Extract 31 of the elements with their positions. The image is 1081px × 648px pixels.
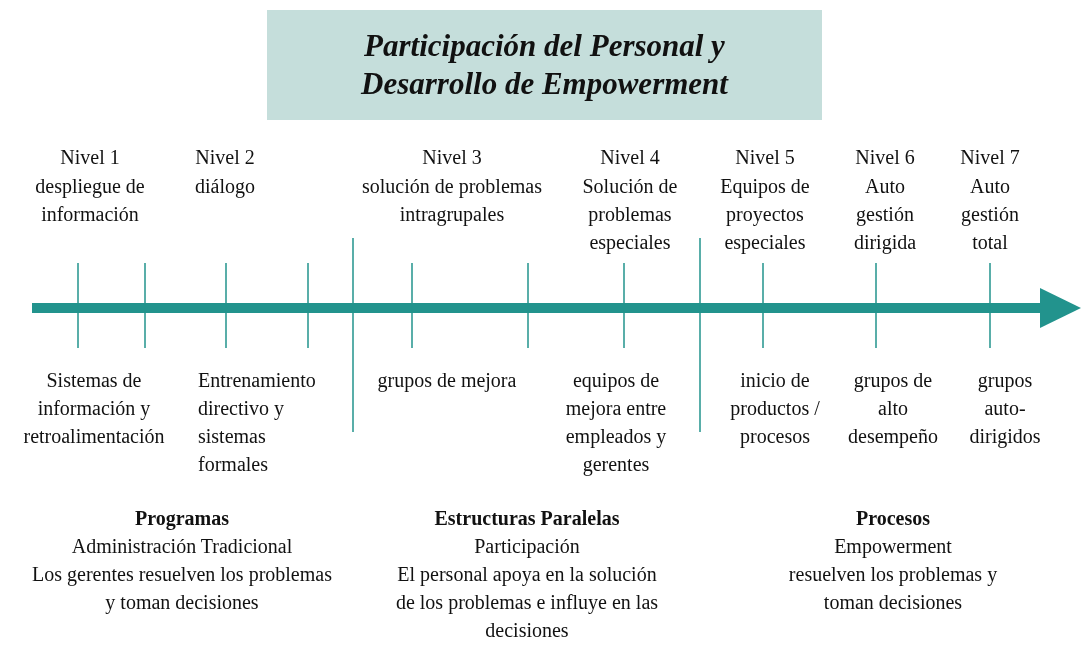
level-label: Nivel 2 (194, 145, 256, 170)
level-label: Nivel 7 (959, 145, 1021, 170)
section-heading: Programas (133, 506, 231, 532)
section-subtitle: Participación (473, 534, 581, 560)
level-description: diálogo (194, 174, 256, 200)
level-label: Nivel 1 (59, 145, 121, 170)
section-description: resuelven los problemas y toman decisiones (787, 562, 999, 615)
section-subtitle: Administración Tradicional (70, 534, 294, 559)
level-label: Nivel 4 (599, 145, 661, 170)
level-description: Auto gestión dirigida (852, 174, 918, 256)
section-heading: Procesos (854, 506, 932, 531)
section-heading: Estructuras Paralelas (433, 506, 621, 531)
level-description: Auto gestión total (960, 174, 1020, 255)
practice-label: Entrenamiento directivo y sistemas formales (198, 368, 317, 477)
level-description: Equipos de proyectos especiales (719, 174, 811, 256)
practice-label: Sistemas de información y retroalimentación (22, 368, 166, 449)
practice-label: inicio de productos / procesos (729, 368, 821, 450)
section-subtitle: Empowerment (833, 534, 953, 560)
level-label: Nivel 5 (734, 145, 796, 170)
level-description: despliegue de información (35, 174, 145, 227)
title: Participación del Personal y Desarrollo de Empowerment (360, 27, 730, 103)
level-label: Nivel 3 (421, 145, 483, 170)
practice-label: equipos de mejora entre empleados y gerentes (564, 368, 668, 478)
level-description: solución de problemas intragrupales (361, 174, 543, 228)
practice-label: grupos de alto desempeño (847, 368, 939, 450)
section-description: Los gerentes resuelven los problemas y toman decisiones (32, 562, 332, 616)
section-description: El personal apoya en la solución de los problemas e influye en las decisiones (394, 562, 660, 643)
level-label: Nivel 6 (854, 145, 916, 170)
practice-label: grupos auto-dirigidos (968, 368, 1042, 450)
practice-label: grupos de mejora (376, 368, 518, 394)
level-description: Solución de problemas especiales (581, 174, 679, 256)
